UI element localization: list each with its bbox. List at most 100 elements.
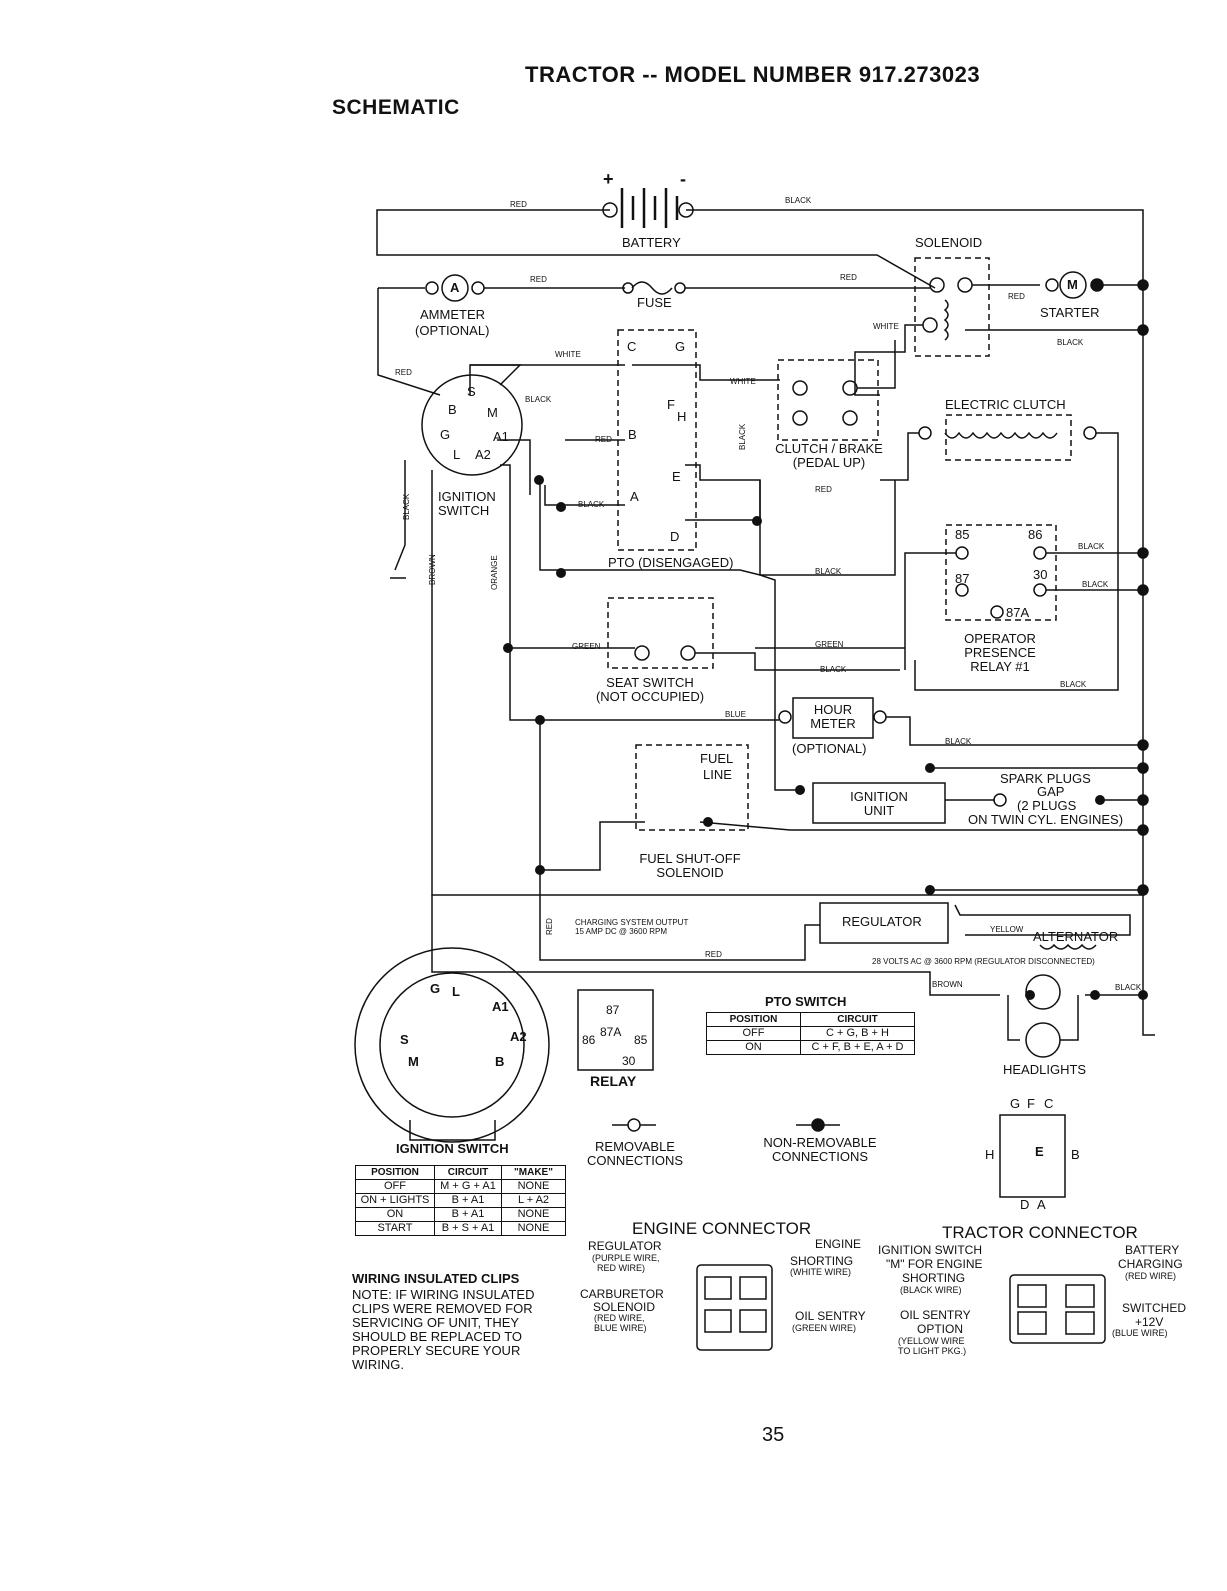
solenoid-box [914, 257, 990, 357]
ign-table-cell: L + A2 [501, 1193, 566, 1208]
fuel-line-label-1: FUEL [700, 751, 734, 766]
pto-terminal-c: C [627, 339, 637, 354]
ign-face-b: B [495, 1054, 505, 1069]
battery-minus-label: - [680, 169, 686, 189]
tractor-oil-1: OIL SENTRY [900, 1308, 971, 1322]
table-row: ON + LIGHTS B + A1 L + A2 [355, 1193, 566, 1208]
spark-plugs-label-4: ON TWIN CYL. ENGINES) [968, 812, 1124, 827]
wire-label-red-5: RED [395, 368, 412, 377]
ignition-switch-body [421, 374, 523, 476]
relay-legend-title: RELAY [590, 1073, 637, 1089]
ign-table-cell: B + A1 [434, 1207, 502, 1222]
regulator-box [819, 902, 949, 944]
clips-note-line: PROPERLY SECURE YOUR [352, 1343, 521, 1358]
ign-face-l: L [452, 984, 460, 999]
wire-label-black: BLACK [785, 196, 812, 205]
legend-nonremovable-1: NON-REMOVABLE [763, 1135, 877, 1150]
tractor-plug-legend [999, 1114, 1066, 1198]
alternator-coil [1039, 943, 1097, 950]
plug-top-g: G [1010, 1096, 1021, 1111]
seat-switch-label-2: (NOT OCCUPIED) [595, 689, 705, 704]
starter-circle [1059, 271, 1087, 299]
wire-label-yellow: YELLOW [990, 925, 1024, 934]
table-row: ON B + A1 NONE [355, 1207, 566, 1222]
ground-symbol-right [1142, 1025, 1155, 1036]
hour-meter-label-1: HOUR [813, 702, 853, 717]
clutch-coil [944, 431, 1058, 439]
battery-black-wire [686, 209, 1144, 1025]
ign-table-cell: M + G + A1 [434, 1179, 502, 1194]
table-row: START B + S + A1 NONE [355, 1221, 566, 1236]
plug-left-h: H [985, 1147, 995, 1162]
tractor-battery-2: CHARGING [1118, 1257, 1183, 1271]
plug-bottom-a: A [1037, 1197, 1046, 1212]
headlight-2 [1025, 1022, 1061, 1058]
operator-relay-box [945, 524, 1057, 621]
ign-face-a2: A2 [510, 1029, 527, 1044]
plug-right-b: B [1071, 1147, 1080, 1162]
tractor-ign-4: (BLACK WIRE) [900, 1285, 962, 1295]
relay-pin-86: 86 [1028, 527, 1043, 542]
wire-label-brown-2: BROWN [932, 980, 963, 989]
pto-table-cell: ON [706, 1040, 801, 1055]
wire-label-orange: ORANGE [490, 555, 499, 590]
ign-table-cell: B + S + A1 [434, 1221, 502, 1236]
wire-label-white-2: WHITE [555, 350, 581, 359]
ammeter-circle [441, 274, 469, 302]
relay-pin-87a: 87A [1006, 605, 1030, 620]
pto-terminal-e: E [672, 469, 681, 484]
tractor-oil-2: OPTION [917, 1322, 964, 1336]
wire-label-red-4: RED [1008, 292, 1025, 301]
fuel-solenoid-label-1: FUEL SHUT-OFF [639, 851, 741, 866]
battery-minus-terminal [678, 202, 694, 218]
clips-note-line: CLIPS WERE REMOVED FOR [352, 1301, 533, 1316]
fuse-symbol [631, 281, 673, 295]
ignition-face-outer [354, 947, 550, 1143]
pto-label: PTO (DISENGAGED) [608, 555, 734, 570]
section-title: SCHEMATIC [332, 96, 460, 119]
ign-table-cell: OFF [355, 1179, 435, 1194]
wire-label-black-5: BLACK [578, 500, 605, 509]
engine-oil-1: OIL SENTRY [795, 1309, 866, 1323]
operator-relay-label-3: RELAY #1 [970, 659, 1030, 674]
tractor-battery-3: (RED WIRE) [1125, 1271, 1176, 1281]
ign-terminal-g: G [440, 427, 451, 442]
ignition-unit-label-1: IGNITION [850, 789, 908, 804]
wire-label-red-3: RED [840, 273, 857, 282]
ign-face-m: M [408, 1054, 419, 1069]
relay-pin-30: 30 [1033, 567, 1048, 582]
ignition-table-title: IGNITION SWITCH [396, 1141, 509, 1156]
page-number: 35 [762, 1424, 785, 1446]
hour-meter-label-2: METER [810, 716, 856, 731]
fuse-label: FUSE [637, 295, 672, 310]
engine-connector-body [696, 1264, 773, 1351]
clips-note-heading: WIRING INSULATED CLIPS [352, 1271, 520, 1286]
wire-label-red-6: RED [595, 435, 612, 444]
ignition-switch-label-2: SWITCH [438, 503, 490, 518]
ign-terminal-a2: A2 [475, 447, 491, 462]
pto-table-header-position: POSITION [706, 1012, 801, 1027]
ign-face-g: G [430, 981, 441, 996]
battery-red-wire [376, 209, 936, 289]
ignition-face-inner [379, 972, 525, 1118]
wire-label-black-2: BLACK [1057, 338, 1084, 347]
pto-table-cell: C + G, B + H [800, 1026, 915, 1041]
clutch-brake-box [777, 359, 879, 441]
tractor-ign-3: SHORTING [902, 1271, 966, 1285]
legend-removable-2: CONNECTIONS [586, 1153, 684, 1168]
ign-table-cell: START [355, 1221, 435, 1236]
operator-relay-label-1: OPERATOR [964, 631, 1036, 646]
clutch-brake-label-2: (PEDAL UP) [792, 455, 866, 470]
ign-terminal-a1: A1 [493, 429, 509, 444]
regulator-label: REGULATOR [842, 914, 922, 929]
legend-removable-1: REMOVABLE [595, 1139, 675, 1154]
engine-shorting-3: (WHITE WIRE) [790, 1267, 851, 1277]
engine-carb-2: SOLENOID [593, 1300, 656, 1314]
plug-top-c: C [1044, 1096, 1054, 1111]
charging-label-1: CHARGING SYSTEM OUTPUT [575, 918, 689, 927]
relay-legend-30: 30 [622, 1054, 636, 1068]
ign-table-header-position: POSITION [355, 1165, 435, 1180]
relay-legend-86: 86 [582, 1033, 596, 1047]
ign-face-a1: A1 [492, 999, 509, 1014]
